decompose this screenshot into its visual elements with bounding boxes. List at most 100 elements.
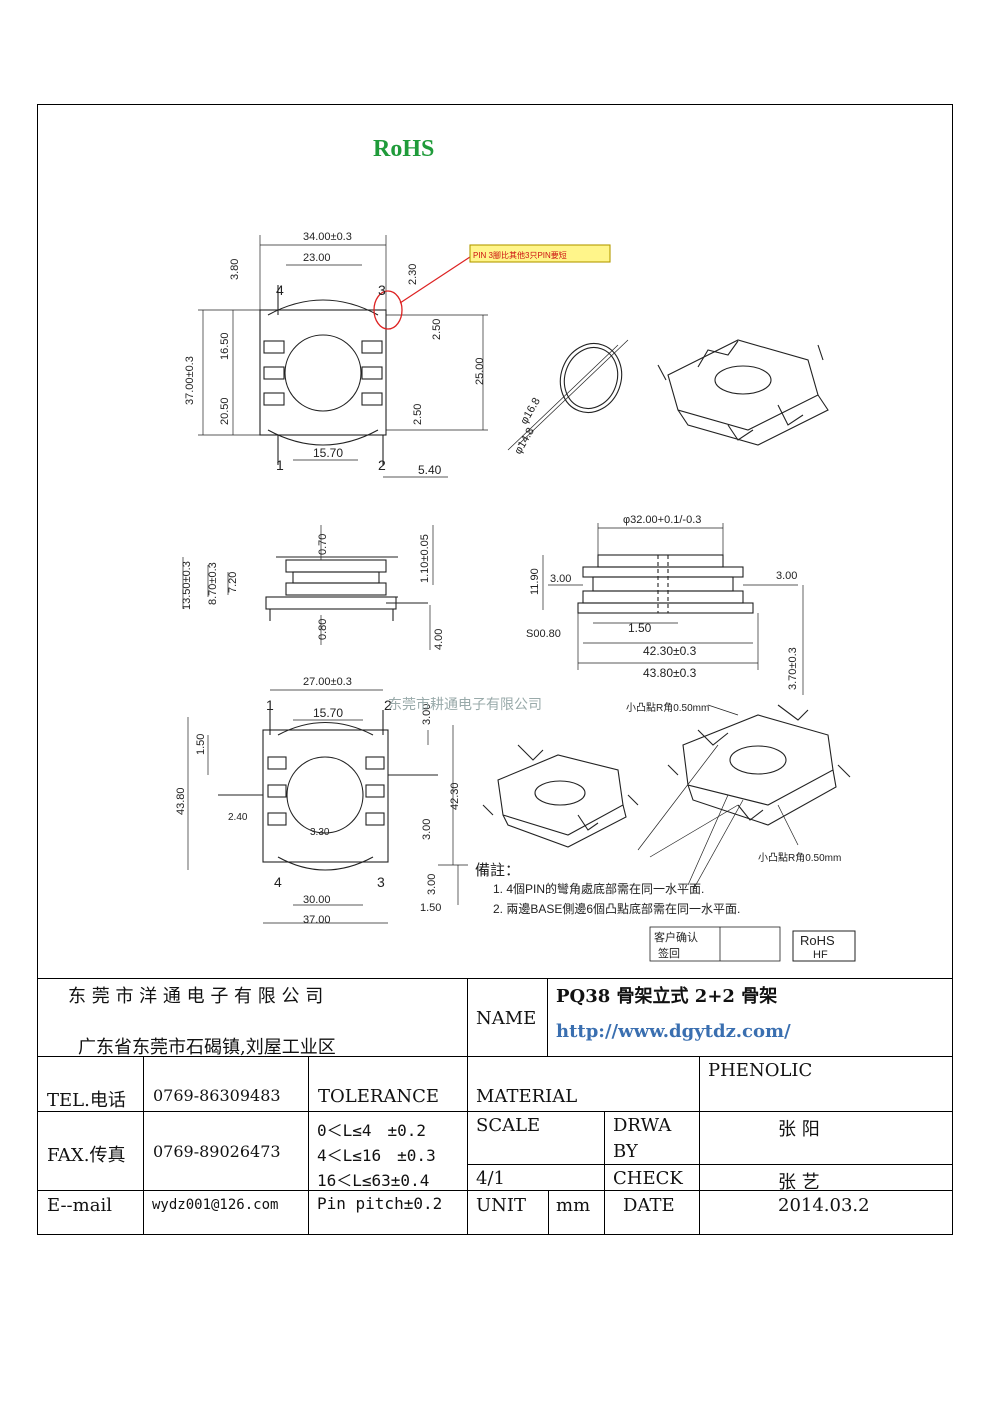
dim-front-42-30: 42.30±0.3: [643, 644, 697, 658]
isometric-view-bottom-right: [637, 704, 851, 891]
dim-side-7-20: 7.20: [227, 572, 239, 593]
drawing-sheet-border: [37, 104, 953, 1235]
email-label: E--mail: [47, 1195, 112, 1216]
tolerance-label: TOLERANCE: [318, 1086, 440, 1107]
dim-top-2-50-upper: 2.50: [431, 319, 443, 340]
customer-confirm-box: [649, 926, 781, 962]
dim-top-5-40: 5.40: [418, 463, 442, 477]
dim-front-s0-80: S00.80: [526, 628, 561, 640]
dim-side-0-80: 0.80: [317, 619, 329, 640]
dim-front-11-90: 11.90: [529, 568, 541, 595]
tolerance-row-3: 16＜L≤63±0.4: [317, 1171, 430, 1190]
dim-top-inner-width: 23.00: [303, 252, 331, 264]
unit-label: UNIT: [476, 1195, 527, 1216]
ring-view: [507, 339, 629, 451]
dim-top-25-00: 25.00: [474, 357, 486, 385]
dim-bottom-2-40: 2.40: [228, 812, 248, 823]
top-view-dimension-lines: [198, 235, 488, 478]
dim-ring-inner: φ14.8: [512, 426, 537, 457]
dim-top-height: 37.00±0.3: [184, 356, 196, 405]
dim-bottom-3-30: 3.30: [310, 827, 330, 838]
stamp-hf: HF: [813, 949, 828, 961]
remarks-line-1: 1. 4個PIN的彎角處底部需在同一水平面.: [493, 881, 704, 896]
dim-bottom-30-00: 30.00: [303, 894, 331, 906]
stamp-rohs: RoHS: [800, 933, 835, 948]
drawn-by-label-2: BY: [613, 1141, 638, 1162]
bottom-pin-2-label: 2: [384, 697, 392, 713]
rohs-hf-stamp: [792, 930, 856, 962]
material-value: PHENOLIC: [708, 1060, 813, 1081]
top-view-bobbin: [259, 285, 387, 465]
dim-side-8-70: 8.70±0.3: [207, 562, 219, 605]
dim-top-width: 34.00±0.3: [303, 231, 352, 243]
dim-bottom-37-00: 37.00: [303, 914, 331, 926]
dim-bottom-43-80: 43.80: [175, 787, 187, 815]
check-label: CHECK: [613, 1168, 683, 1189]
material-label: MATERIAL: [476, 1086, 578, 1107]
dim-bottom-27-00: 27.00±0.3: [303, 676, 352, 688]
checked-by-value: 张 艺: [778, 1172, 820, 1193]
dim-bottom-3-00-top: 3.00: [421, 704, 433, 725]
unit-value: mm: [556, 1195, 591, 1216]
date-value: 2014.03.2: [778, 1195, 870, 1216]
dim-front-3-00-left: 3.00: [550, 573, 571, 585]
tolerance-row-4: Pin pitch±0.2: [317, 1194, 443, 1213]
part-name: PQ38 骨架立式 2+2 骨架: [556, 986, 778, 1007]
remarks-line-2: 2. 兩邊BASE側邊6個凸點底部需在同一水平面.: [493, 901, 740, 916]
watermark-text: 东莞市耕通电子有限公司: [388, 696, 542, 712]
scale-value: 4/1: [476, 1168, 505, 1189]
dim-bottom-15-70: 15.70: [313, 706, 343, 720]
website-link[interactable]: http://www.dgytdz.com/: [556, 1021, 791, 1042]
dim-front-1-50: 1.50: [628, 621, 652, 635]
drawn-by-label-1: DRWA: [613, 1115, 672, 1136]
engineering-drawing: 34.00±0.3 23.00 3.80 2.30 16.50 37.00±0.…: [175, 231, 856, 962]
company-address: 广东省东莞市石碣镇,刘屋工业区: [78, 1037, 336, 1058]
dim-top-20-50: 20.50: [219, 397, 231, 425]
top-pin-2-label: 2: [378, 457, 386, 473]
callout-box: [469, 244, 611, 263]
bottom-view-bobbin: [218, 710, 438, 871]
dim-bottom-1-50-left: 1.50: [195, 734, 207, 755]
top-pin-3-label: 3: [378, 282, 386, 298]
date-label: DATE: [623, 1195, 675, 1216]
pin3-highlight-circle: [373, 290, 403, 330]
email-address: wydz001@126.com: [152, 1197, 279, 1213]
tolerance-row-1: 0＜L≤4 ±0.2: [317, 1121, 427, 1140]
bottom-pin-3-label: 3: [377, 874, 385, 890]
dim-side-1-10: 1.10±0.05: [419, 534, 431, 583]
rohs-title: RoHS: [373, 136, 435, 162]
isometric-view-top: [657, 339, 829, 446]
dim-side-4-00: 4.00: [433, 629, 445, 650]
dim-top-16-50: 16.50: [219, 332, 231, 360]
tel-label: TEL.电话: [47, 1090, 126, 1111]
top-pin-1-label: 1: [276, 457, 284, 473]
tolerance-row-2: 4＜L≤16 ±0.3: [317, 1146, 436, 1165]
callout-text: PIN 3腳比其他3只PIN要短: [473, 250, 567, 260]
bottom-view-dimension-lines: [187, 689, 468, 924]
tel-number: 0769-86309483: [153, 1086, 281, 1105]
dim-bottom-3-00-mid: 3.00: [421, 819, 433, 840]
customer-return-label: 签回: [658, 946, 680, 960]
side-view-dimension-lines: [182, 525, 434, 650]
dim-side-0-70: 0.70: [317, 534, 329, 555]
bump-note-bottom: 小凸點R角0.50mm: [758, 851, 841, 864]
callout-leader-line: [399, 254, 474, 304]
dim-bottom-3-00-low: 3.00: [426, 874, 438, 895]
remarks-title: 備註：: [475, 862, 520, 879]
isometric-view-bottom-left: [482, 744, 639, 848]
dim-ring-outer: φ16.8: [518, 396, 543, 427]
name-label: NAME: [476, 1008, 537, 1029]
company-name: 东 莞 市 洋 通 电 子 有 限 公 司: [68, 986, 324, 1007]
dim-front-3-70: 3.70±0.3: [787, 647, 799, 690]
scale-label: SCALE: [476, 1115, 541, 1136]
dim-bottom-1-50-right: 1.50: [420, 902, 441, 914]
bump-note-top: 小凸點R角0.50mm: [626, 701, 709, 714]
fax-label: FAX.传真: [47, 1145, 126, 1166]
front-view: [577, 554, 754, 614]
bottom-pin-4-label: 4: [274, 874, 282, 890]
customer-confirm-label: 客户确认: [654, 930, 698, 944]
dim-top-2-30: 2.30: [407, 264, 419, 285]
top-pin-4-label: 4: [276, 282, 284, 298]
dim-front-3-00-right: 3.00: [776, 570, 797, 582]
side-view: [265, 556, 428, 621]
